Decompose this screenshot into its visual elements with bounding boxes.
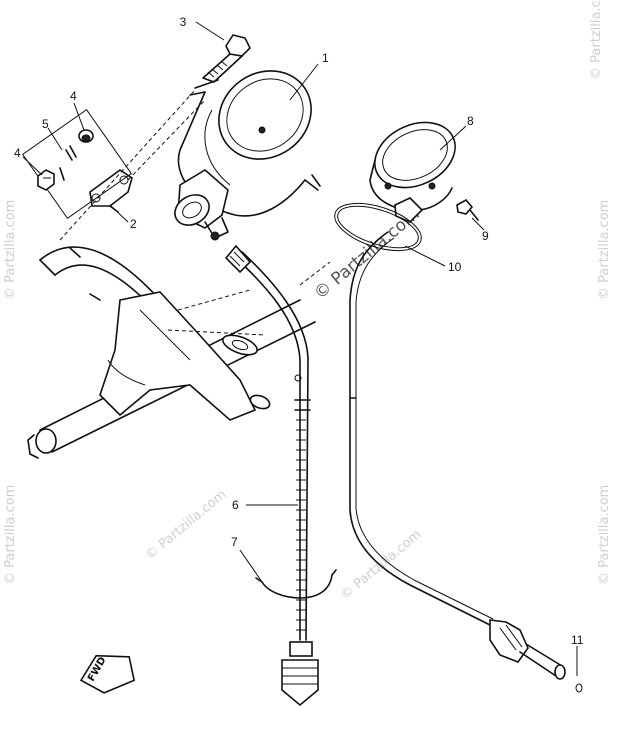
leader-lines	[22, 21, 578, 676]
callout-10: 10	[448, 260, 462, 274]
handlebar-assembly	[27, 246, 316, 459]
callout-2: 2	[130, 217, 137, 231]
watermark-left-diag: © Partzilla.com	[143, 487, 229, 563]
watermark-left-top: © Partzilla.com	[3, 200, 18, 300]
bolt-part-3	[202, 34, 251, 83]
screw-part-9	[456, 198, 479, 221]
cable-clamp-part-7	[255, 569, 337, 599]
callout-3: 3	[180, 15, 187, 29]
speedometer-part-1	[174, 70, 321, 241]
callout-11: 11	[571, 633, 584, 647]
callouts: 3 1 4 5 4 2 6 7 8 9 10 11	[14, 15, 584, 647]
watermark-right-bottom: © Partzilla.com	[597, 485, 612, 585]
callout-9: 9	[482, 229, 489, 243]
tachometer-cable-part-11	[349, 231, 583, 693]
watermark-left-bottom: © Partzilla.com	[3, 485, 18, 585]
callout-6: 6	[232, 498, 239, 512]
callout-8: 8	[467, 114, 474, 128]
guide-lines	[59, 89, 331, 286]
watermark-right-top: © Partzilla.com	[597, 200, 612, 300]
watermark-top-right: © Partzilla.com	[589, 0, 604, 80]
callout-1: 1	[322, 51, 329, 65]
speedometer-cable-part-6	[224, 244, 319, 707]
fwd-arrow: FWD	[79, 654, 136, 694]
tachometer-part-8	[369, 121, 456, 223]
callout-4-lower: 4	[14, 146, 21, 160]
callout-4-upper: 4	[70, 89, 77, 103]
callout-7: 7	[231, 535, 238, 549]
callout-5: 5	[42, 117, 49, 131]
